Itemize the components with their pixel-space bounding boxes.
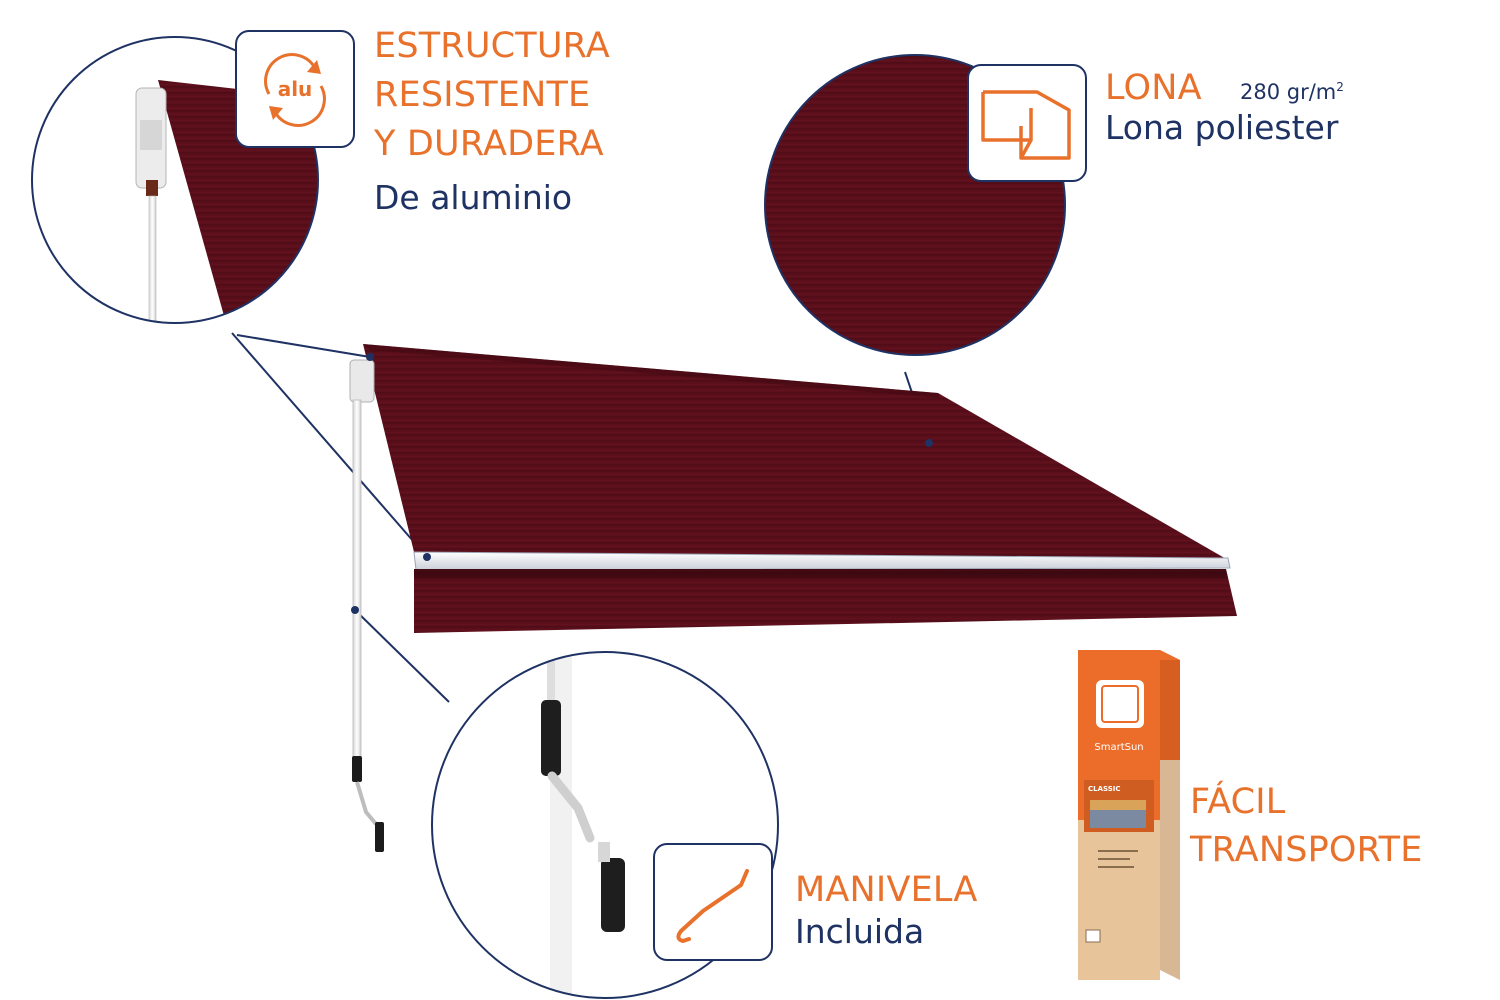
- crank-handle-icon: [676, 869, 749, 943]
- fabric-weight: 280 gr/m2: [1240, 80, 1344, 104]
- pole-grip: [352, 756, 362, 782]
- fabric-subtitle: Lona poliester: [1105, 108, 1339, 147]
- structure-title-line-1: ESTRUCTURA: [374, 26, 610, 66]
- fabric-badge: [967, 64, 1087, 182]
- crank-subtitle: Incluida: [795, 912, 925, 951]
- awning-shadow-edge: [363, 344, 940, 398]
- structure-subtitle: De aluminio: [374, 178, 573, 217]
- crank-pole: [352, 399, 362, 761]
- structure-title-line-3: Y DURADERA: [374, 124, 604, 164]
- crank-badge: [653, 843, 773, 961]
- awning-valance: [414, 569, 1237, 633]
- awning-canvas: [363, 344, 1228, 560]
- fabric-layers-icon: [981, 90, 1071, 160]
- crank-callout-line: [354, 609, 450, 703]
- pole-handle: [375, 822, 384, 852]
- structure-badge: alu: [235, 30, 355, 148]
- wall-bracket: [349, 359, 375, 403]
- product-box-brand: SmartSun: [1094, 742, 1144, 753]
- transport-title-line-1: FÁCIL: [1190, 782, 1286, 822]
- fabric-weight-value: 280 gr/m: [1240, 80, 1337, 104]
- structure-callout-line: [231, 332, 428, 558]
- product-box-image: [1078, 650, 1180, 980]
- awning: [349, 344, 1237, 852]
- structure-title-line-2: RESISTENTE: [374, 75, 591, 115]
- fabric-weight-exponent: 2: [1336, 80, 1344, 94]
- product-box-model: CLASSIC: [1088, 785, 1121, 793]
- alu-cycle-icon: alu: [264, 53, 326, 127]
- alu-icon-text: alu: [278, 77, 313, 101]
- structure-callout-line-2: [236, 334, 371, 358]
- front-bar: [413, 551, 1231, 571]
- crank-title: MANIVELA: [795, 870, 978, 910]
- transport-title-line-2: TRANSPORTE: [1190, 830, 1423, 870]
- fabric-title: LONA: [1105, 68, 1202, 108]
- callout-dots: [351, 353, 933, 614]
